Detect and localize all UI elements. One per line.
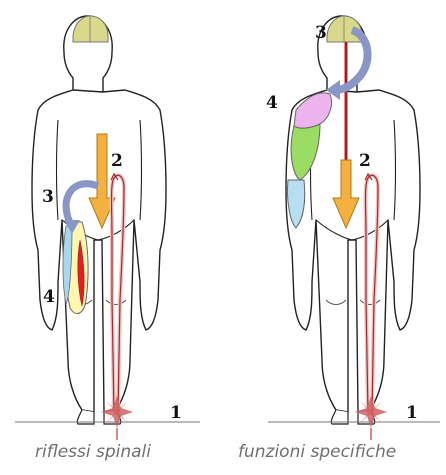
caption-specific-functions: funzioni specifiche	[238, 444, 396, 461]
label-3-left: 3	[42, 187, 54, 207]
figure-specific-functions: 3 4 2 1	[266, 16, 440, 440]
label-2-left: 2	[111, 151, 123, 171]
caption-spinal-reflexes: riflessi spinali	[35, 444, 151, 461]
label-1-right: 1	[406, 403, 418, 423]
figure-spinal-reflexes: 2 3 4 1	[15, 16, 200, 440]
label-4-right: 4	[266, 93, 278, 113]
label-3-right: 3	[315, 23, 327, 43]
label-2-right: 2	[359, 151, 371, 171]
body-silhouette-right	[286, 16, 420, 424]
label-4-left: 4	[43, 287, 55, 307]
label-1-left: 1	[170, 403, 182, 423]
muscle-group-left	[63, 222, 88, 314]
